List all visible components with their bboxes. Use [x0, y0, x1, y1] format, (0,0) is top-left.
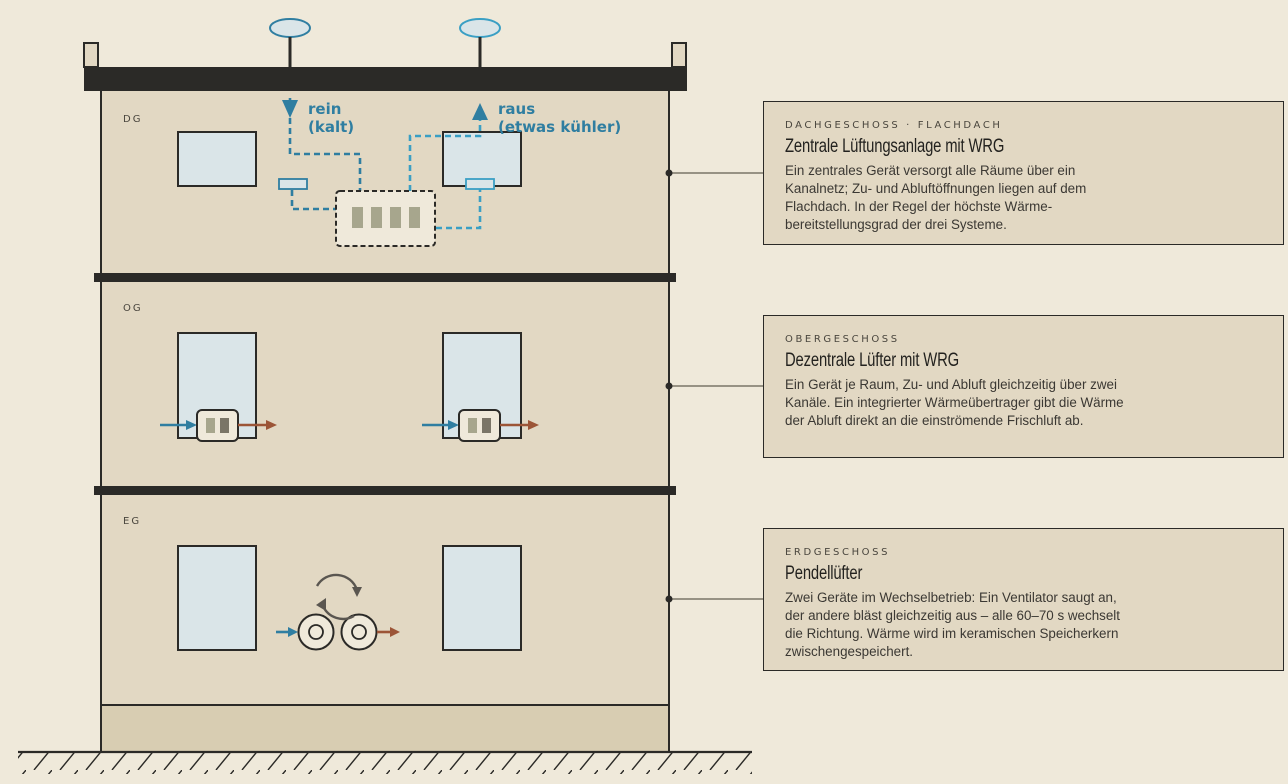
flow-in-label-1: rein — [308, 100, 341, 118]
cycle-arc-top — [315, 573, 359, 591]
parapet-right — [671, 42, 687, 68]
og-left-in-arrow-head — [186, 420, 197, 430]
og-right-unit-cell-1 — [468, 418, 477, 433]
flow-out-label-1: raus — [498, 100, 535, 118]
pendulum-fan-right-hub — [351, 624, 367, 640]
floor-slab-og — [94, 273, 676, 282]
flow-out-label-2: (etwas kühler) — [498, 118, 621, 136]
window-dg-left — [177, 131, 257, 187]
leader-eg-dot — [665, 595, 673, 603]
central-unit — [335, 190, 436, 247]
supply-duct — [288, 98, 362, 191]
og-right-unit — [458, 409, 501, 442]
og-left-unit-cell-2 — [220, 418, 229, 433]
plinth — [100, 704, 670, 753]
leader-dg-dot — [665, 169, 673, 177]
central-unit-cell-3 — [390, 207, 401, 228]
callout-body: Ein Gerät je Raum, Zu- und Abluft gleich… — [785, 377, 1124, 428]
roof-exhaust-cap — [459, 18, 501, 38]
floor-label-eg: EG — [123, 516, 141, 527]
callout-obergeschoss: Obergeschoss Dezentrale Lüfter mit WRG E… — [763, 315, 1284, 458]
callout-body: Ein zentrales Gerät versorgt alle Räume … — [785, 163, 1087, 232]
callout-dachgeschoss: Dachgeschoss · Flachdach Zentrale Lüftun… — [763, 101, 1284, 245]
callout-erdgeschoss: Erdgeschoss Pendellüfter Zwei Geräte im … — [763, 528, 1284, 671]
floor-slab-eg — [94, 486, 676, 495]
floor-label-og: OG — [123, 303, 143, 314]
exhaust-arrow-up — [472, 103, 488, 120]
cycle-arrow-head-right — [352, 587, 362, 597]
window-eg-left — [177, 545, 257, 651]
pendulum-fan-left — [297, 613, 335, 651]
exhaust-branch — [436, 189, 482, 230]
og-left-out-arrow-head — [266, 420, 277, 430]
og-left-unit-cell-1 — [206, 418, 215, 433]
og-right-out-arrow-head — [528, 420, 539, 430]
supply-arrow-down — [282, 100, 298, 118]
leader-og-dot — [665, 382, 673, 390]
flow-in-label-2: (kalt) — [308, 118, 354, 136]
roof-intake-cap — [269, 18, 311, 38]
callout-eyebrow: Obergeschoss — [785, 334, 900, 345]
og-left-unit — [196, 409, 239, 442]
eg-out-arrow-head — [390, 627, 400, 637]
ground-hatch — [18, 752, 752, 774]
callout-title: Pendellüfter — [785, 563, 863, 584]
exhaust-duct — [408, 120, 482, 191]
floor-label-dg: DG — [123, 114, 142, 125]
roof-slab — [84, 67, 687, 91]
callout-title: Zentrale Lüftungsanlage mit WRG — [785, 136, 1005, 157]
parapet-left — [83, 42, 99, 68]
eg-in-arrow-head — [288, 627, 298, 637]
og-right-in-arrow-head — [448, 420, 459, 430]
exhaust-grille — [465, 178, 495, 190]
callout-eyebrow: Dachgeschoss · Flachdach — [785, 120, 1003, 131]
pendulum-fan-left-hub — [308, 624, 324, 640]
central-unit-cell-1 — [352, 207, 363, 228]
pendulum-fan-right — [340, 613, 378, 651]
central-unit-cell-4 — [409, 207, 420, 228]
callout-title: Dezentrale Lüfter mit WRG — [785, 350, 960, 371]
central-unit-cell-2 — [371, 207, 382, 228]
callout-eyebrow: Erdgeschoss — [785, 547, 891, 558]
window-dg-right — [442, 131, 522, 187]
cycle-arrow-head-left — [316, 598, 326, 611]
window-eg-right — [442, 545, 522, 651]
supply-grille — [278, 178, 308, 190]
callout-body: Zwei Geräte im Wechselbetrieb: Ein Venti… — [785, 590, 1120, 659]
og-right-unit-cell-2 — [482, 418, 491, 433]
